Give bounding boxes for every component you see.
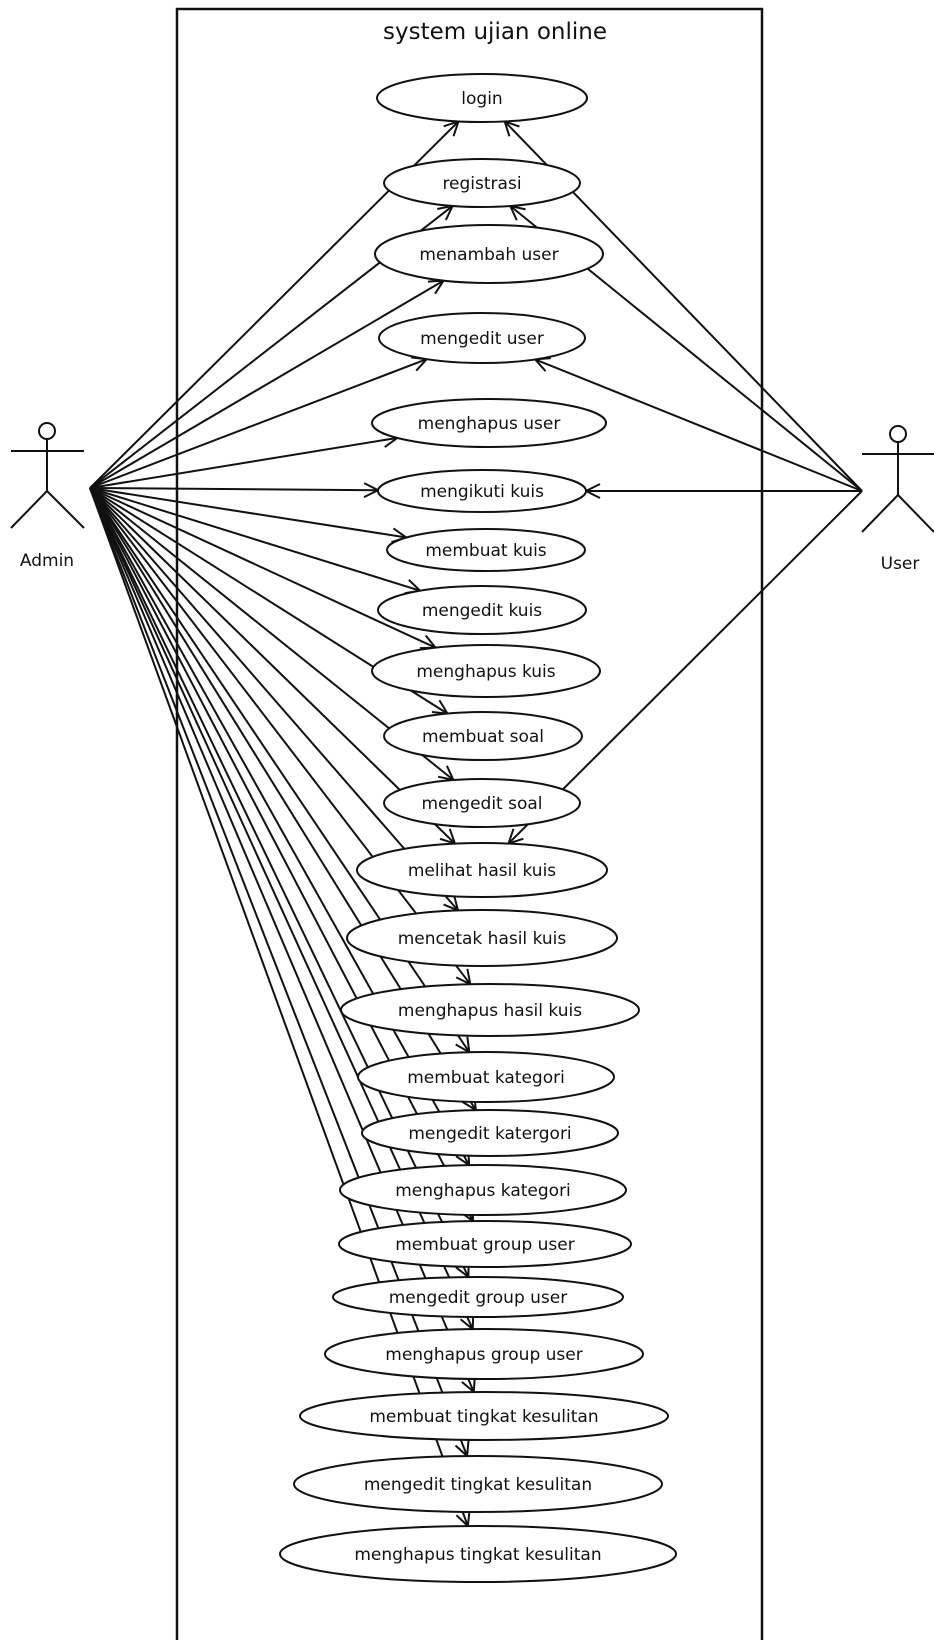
use-case-list: login registrasi menambah user mengedit use… — [279, 73, 677, 1583]
admin-actor-left-leg — [10, 490, 48, 529]
admin-association-membuat-kategori — [89, 487, 469, 1052]
use-case-registrasi: registrasi — [383, 158, 581, 208]
use-case-mengedit-group-user: mengedit group user — [332, 1276, 624, 1318]
use-case-ellipse — [378, 312, 586, 364]
use-case-label: login — [461, 89, 502, 109]
use-case-label: menambah user — [419, 245, 558, 265]
admin-association-membuat-kuis — [89, 487, 406, 538]
use-case-menghapus-hasil-kuis: menghapus hasil kuis — [340, 983, 640, 1037]
use-case-label: registrasi — [442, 174, 521, 194]
use-case-ellipse — [346, 909, 618, 967]
use-case-mencetak-hasil-kuis: mencetak hasil kuis — [346, 909, 618, 967]
use-case-menambah-user: menambah user — [374, 224, 604, 284]
use-case-ellipse — [324, 1328, 644, 1380]
admin-actor-head — [38, 422, 56, 440]
admin-association-mengikuti-kuis — [89, 488, 378, 490]
use-case-ellipse — [332, 1276, 624, 1318]
system-boundary — [175, 7, 764, 1640]
user-association-mengedit-user — [535, 359, 863, 492]
admin-association-menghapus-user — [89, 438, 397, 489]
admin-association-mengedit-user — [89, 359, 427, 489]
use-case-mengedit-soal: mengedit soal — [383, 778, 581, 828]
use-case-membuat-kategori: membuat kategori — [357, 1051, 615, 1103]
use-case-label: mengedit kuis — [422, 601, 542, 621]
use-case-ellipse — [376, 73, 588, 123]
use-case-ellipse — [293, 1455, 663, 1513]
user-actor-label: User — [881, 554, 920, 574]
use-case-ellipse — [386, 528, 586, 572]
use-case-ellipse — [279, 1525, 677, 1583]
use-case-label: membuat kategori — [407, 1068, 565, 1088]
use-case-label: menghapus kuis — [416, 662, 555, 682]
use-case-label: mengikuti kuis — [420, 482, 544, 502]
system-title: system ujian online — [383, 19, 607, 45]
admin-association-mengedit-kuis — [89, 487, 420, 591]
use-case-label: menghapus user — [418, 414, 561, 434]
use-case-ellipse — [383, 711, 583, 761]
use-case-menghapus-tingkat-kesulitan: menghapus tingkat kesulitan — [279, 1525, 677, 1583]
use-case-label: menghapus kategori — [395, 1181, 571, 1201]
admin-association-menambah-user — [89, 281, 444, 489]
use-case-ellipse — [377, 469, 587, 513]
use-case-mengedit-katergori: mengedit katergori — [361, 1109, 619, 1157]
user-actor-right-leg — [897, 494, 934, 533]
use-case-label: menghapus group user — [385, 1345, 582, 1365]
use-case-membuat-soal: membuat soal — [383, 711, 583, 761]
use-case-label: menghapus tingkat kesulitan — [354, 1545, 601, 1565]
admin-association-membuat-group-user — [89, 487, 473, 1221]
use-case-ellipse — [338, 1220, 632, 1268]
user-actor — [861, 425, 934, 533]
admin-actor-label: Admin — [20, 551, 74, 571]
admin-association-mencetak-hasil-kuis — [89, 487, 458, 910]
admin-association-melihat-hasil-kuis — [89, 487, 455, 844]
use-case-ellipse — [339, 1164, 627, 1216]
use-case-label: mengedit group user — [389, 1288, 567, 1308]
use-case-label: menghapus hasil kuis — [398, 1001, 582, 1021]
use-case-ellipse — [383, 158, 581, 208]
use-case-mengedit-kuis: mengedit kuis — [377, 585, 587, 635]
use-case-label: mengedit katergori — [408, 1124, 571, 1144]
use-case-melihat-hasil-kuis: melihat hasil kuis — [356, 842, 608, 898]
use-case-label: melihat hasil kuis — [408, 861, 556, 881]
use-case-label: membuat tingkat kesulitan — [369, 1407, 598, 1427]
admin-actor — [10, 422, 85, 529]
use-case-label: mengedit soal — [421, 794, 542, 814]
use-case-ellipse — [361, 1109, 619, 1157]
use-case-label: mengedit user — [420, 329, 544, 349]
use-case-ellipse — [383, 778, 581, 828]
admin-association-menghapus-hasil-kuis — [89, 487, 470, 984]
use-case-label: membuat group user — [395, 1235, 575, 1255]
use-case-menghapus-kategori: menghapus kategori — [339, 1164, 627, 1216]
use-case-label: mencetak hasil kuis — [398, 929, 567, 949]
use-case-membuat-kuis: membuat kuis — [386, 528, 586, 572]
use-case-ellipse — [374, 224, 604, 284]
use-case-label: mengedit tingkat kesulitan — [364, 1475, 592, 1495]
admin-association-menghapus-kategori — [89, 487, 469, 1165]
use-case-membuat-group-user: membuat group user — [338, 1220, 632, 1268]
use-case-menghapus-user: menghapus user — [371, 398, 607, 448]
use-case-mengikuti-kuis: mengikuti kuis — [377, 469, 587, 513]
user-actor-head — [889, 425, 907, 443]
use-case-ellipse — [299, 1391, 669, 1441]
use-case-ellipse — [371, 398, 607, 448]
use-case-label: membuat kuis — [425, 541, 546, 561]
use-case-ellipse — [356, 842, 608, 898]
use-case-ellipse — [377, 585, 587, 635]
user-association-melihat-hasil-kuis — [509, 490, 863, 844]
use-case-menghapus-group-user: menghapus group user — [324, 1328, 644, 1380]
user-actor-left-leg — [861, 494, 899, 533]
use-case-membuat-tingkat-kesulitan: membuat tingkat kesulitan — [299, 1391, 669, 1441]
use-case-ellipse — [357, 1051, 615, 1103]
use-case-login: login — [376, 73, 588, 123]
admin-association-menghapus-kuis — [89, 487, 436, 648]
use-case-ellipse — [340, 983, 640, 1037]
use-case-mengedit-tingkat-kesulitan: mengedit tingkat kesulitan — [293, 1455, 663, 1513]
use-case-mengedit-user: mengedit user — [378, 312, 586, 364]
use-case-menghapus-kuis: menghapus kuis — [371, 644, 601, 698]
use-case-label: membuat soal — [422, 727, 544, 747]
admin-actor-right-leg — [46, 490, 85, 529]
use-case-ellipse — [371, 644, 601, 698]
